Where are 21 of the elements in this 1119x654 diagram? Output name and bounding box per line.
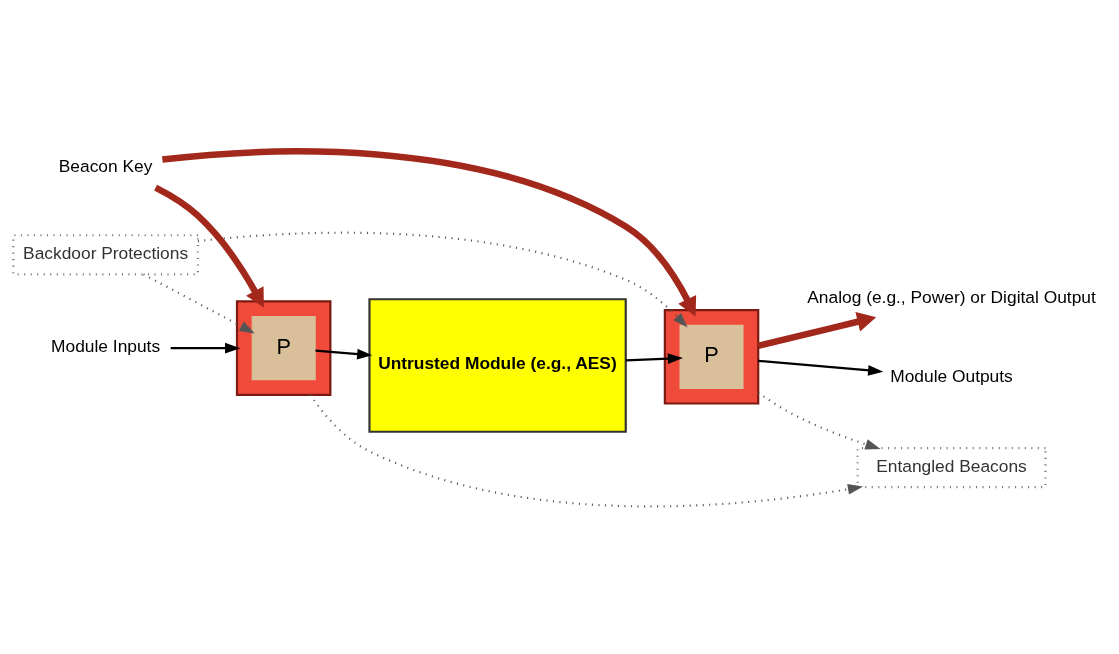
arrow: [162, 147, 697, 316]
arrow: [154, 184, 264, 308]
arrow: [197, 231, 688, 328]
arrow: [143, 272, 255, 333]
node-text: Module Outputs: [890, 365, 1013, 386]
arrow: [757, 311, 877, 349]
node-box: Entangled Beacons: [856, 446, 1047, 488]
node-box: Untrusted Module (e.g., AES): [368, 297, 627, 433]
cluster: [663, 308, 760, 405]
node-text: Beacon Key: [58, 155, 153, 176]
arrow: [170, 342, 241, 353]
arrow: [315, 348, 373, 359]
arrow: [625, 352, 683, 364]
node-box: P: [679, 324, 744, 389]
arrow: [309, 393, 864, 507]
node-box: P: [251, 315, 316, 380]
arrow: [757, 391, 881, 449]
node-text: Analog (e.g., Power) or Digital Output: [807, 286, 1096, 307]
arrow: [758, 359, 884, 376]
node-text: Module Inputs: [51, 335, 161, 356]
node-box: Backdoor Protections: [12, 233, 199, 275]
